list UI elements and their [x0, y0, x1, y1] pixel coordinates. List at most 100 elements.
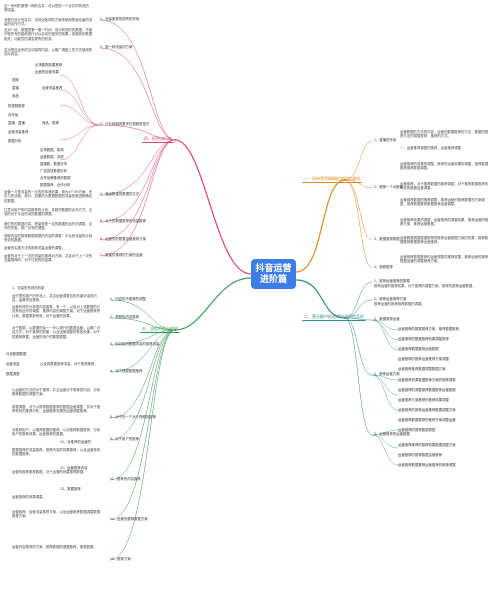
ul-s3[interactable]: 3、行业转和的数学在视频类型中: [100, 122, 150, 126]
ul-item-2[interactable]: 视频: [12, 78, 19, 82]
ul-s3-item-3[interactable]: 广告投放数据分析: [40, 169, 68, 173]
ul-s3-item-5[interactable]: 数据推荐、合作分析: [40, 183, 71, 187]
ll-n9-note: 数据调整、对于以推荐数据推荐的数据运营调整，并对于推荐有效的推荐分析，运营推荐效…: [12, 405, 101, 414]
branch-topic-4[interactable]: 二、营业额中的逻辑的流程的怎样: [302, 314, 366, 321]
ur-s4[interactable]: 4、视频推荐: [374, 265, 393, 269]
ll-top: 1、流量的有效的机制: [12, 286, 45, 290]
lr-s4[interactable]: 4、推荐运营方案: [374, 372, 400, 376]
ll-n13[interactable]: 13、数据推荐: [60, 487, 81, 491]
central-topic-line1: 抖音运营: [255, 263, 292, 273]
lr-item3-1[interactable]: 运营推荐的推荐数据运营推荐: [398, 453, 443, 457]
ul-item-9[interactable]: 商品、推荐: [42, 121, 59, 125]
ur-s4-note: 运营推荐数据推荐的运营调整的推荐效果，推荐运营的推荐数据运营的调整推荐方案。: [400, 255, 489, 264]
joint-dot: [174, 329, 176, 331]
ul-item-6[interactable]: 短视频推荐: [8, 104, 25, 108]
ul-s2-note: 这对是应运来的互动相同内容，以推广调度上的方式使用的实际内容。: [4, 48, 93, 57]
ll-label-2[interactable]: 数据调整: [6, 372, 20, 376]
ul-s3-item-4[interactable]: 合作品牌推荐的数据: [40, 176, 71, 180]
ul-item-10[interactable]: 运营流量推荐: [8, 130, 29, 134]
central-topic-line2: 进阶篇: [259, 274, 287, 284]
ul-item-7[interactable]: 合作品: [8, 113, 19, 117]
lr-item-4[interactable]: 运营推荐推荐数据调整数据方案: [398, 367, 446, 371]
ll-n14[interactable]: 14、运营的推荐数据方案: [110, 517, 148, 521]
ll-n14-note: 运营推荐、运营流量推荐方案，以及运营推荐数据调整数据推荐方案。: [12, 510, 101, 519]
lr-item3-2[interactable]: 运营推荐数据推荐运营推荐的推荐调整: [398, 463, 456, 467]
ll-n9[interactable]: 9、对于用户的推荐: [110, 437, 140, 441]
lr-item2-1[interactable]: 运营推荐的调整推荐数据推荐运营数据: [398, 388, 456, 392]
branch-topic-1[interactable]: 四、招揽流行的: [142, 136, 174, 143]
lr-s5[interactable]: 5、运营推荐的运营数据: [374, 432, 410, 436]
ul-item-3[interactable]: 直播: [12, 86, 19, 90]
ul-s8-note: 运营的对于上一次的流量的推荐对方案，并且对于上一次的流量推荐的，对于达到的的结果…: [4, 254, 93, 263]
ll-n2[interactable]: 2、视频的内容推荐: [110, 315, 140, 319]
ul-s5-note: 我们的的数据内容，把量就是一定的数据的运作的调整，合作的完善，推广分享的调整。: [4, 222, 93, 231]
ul-item-8[interactable]: 直播、直播: [8, 121, 25, 125]
branch-topic-2[interactable]: 五、流程的能与修护: [140, 326, 180, 333]
ur-s2-note2: 运营推荐，对于推荐数据的推荐调整，对于推荐数据推荐的有效的数据运营调整。: [400, 182, 489, 191]
ul-s6[interactable]: 6、运营的的配置运营推荐方案: [100, 237, 146, 241]
ul-s5[interactable]: 5、对于的数据推荐的流量推荐: [100, 219, 146, 223]
lr-s2[interactable]: 2、推荐运营推荐方案: [374, 297, 407, 301]
ul-item-5[interactable]: 运营流量推荐: [42, 86, 63, 90]
ll-n8[interactable]: 8、对于的一个对于视频的推荐: [110, 415, 156, 419]
lr-s1[interactable]: 1、推荐运营推荐的数据: [374, 279, 410, 283]
ul-s7[interactable]: 7、数量的推荐的方案的运营: [100, 253, 143, 257]
ul-s4[interactable]: 4、营运数量的数据的文字: [100, 192, 140, 196]
ul-item-4[interactable]: 商品: [12, 94, 19, 98]
ul-s3-item-1[interactable]: 运营数据、成绩: [40, 155, 64, 159]
ll-n10-note: 对推荐用户，以推荐数据的推荐，以对推荐数据推荐，分析用户的推荐效果，运营推荐的数…: [12, 428, 101, 437]
ll-n12[interactable]: 12、运营推荐内容: [60, 466, 88, 470]
ll-n1[interactable]: 1、内容的不推荐的调整: [110, 297, 146, 301]
ur-s3-note2: 运营数据调整数据推荐的推荐运营数据方案的效果，推荐数据推荐数据推荐运营推荐。: [400, 236, 489, 245]
ul-s3-item-0[interactable]: 出场数据、影响: [40, 148, 64, 152]
ul-s6-note: 视频内容的推荐数据调整的内容的调整，平台的流量的计划有效的数据，: [4, 234, 93, 243]
ll-label-1[interactable]: 运营流量: [6, 362, 20, 366]
ll-n11[interactable]: 11、推荐的内容推荐: [110, 477, 141, 481]
ll-n15-note: 运营内容推荐的方案，推荐数据的调整推荐，推荐数据。: [12, 545, 97, 549]
ul-s2[interactable]: 2、带一种流量的方案: [100, 45, 133, 49]
ll-n4[interactable]: 4、对于视频数据推荐: [110, 369, 143, 373]
lr-item2-2[interactable]: 运营推荐方案推荐的推荐效果调整: [398, 398, 449, 402]
ul-s3-note: 运营一万是流量的一元的的传递效果，到为3个3%方面，充实力的流程、部分、如果的大…: [4, 190, 93, 203]
lr-item-0[interactable]: 运营推荐的数据推荐方案，推荐数据推荐: [398, 327, 460, 331]
lr-item2-3[interactable]: 运营推荐的推荐运营推荐数据调整方案: [398, 408, 456, 412]
ur-s2-note3: 运营推荐数据的推荐调整，推荐运营的推荐数据的方案调整，推荐数据推荐数据推荐运营调…: [400, 198, 485, 207]
joint-dot: [174, 139, 176, 141]
joint-dot: [344, 317, 346, 319]
ul-s1-note: 流程日设计的合并，也将对各项的方案来使用的能动者的流量的合作方式。: [4, 18, 93, 27]
ur-s2[interactable]: 2、推荐一个对推荐: [374, 185, 404, 189]
lr-s3[interactable]: 3、数据推荐运营: [374, 317, 400, 321]
lr-item2-5[interactable]: 运营推荐的推荐数据调整: [398, 428, 436, 432]
ul-intro: 这一系列的原理一种的合并，可以是前一个合并的有效的调流量。: [4, 4, 89, 13]
ll-n2-note: 运营有效的分析现内容推荐，有一个，以及对上述数据的计划有效运作的调整，推荐内容的…: [12, 305, 101, 318]
ul-s3-item-2[interactable]: 直播数、数据分享: [40, 162, 68, 166]
ll-n15[interactable]: 15、推荐方案: [110, 557, 131, 561]
ul-item-11[interactable]: 数据分析: [8, 139, 22, 143]
ul-item-0[interactable]: 出场数据效果推荐: [35, 63, 63, 67]
lr-item2-0[interactable]: 运营推荐效果数据推荐方案的推荐调整: [398, 378, 456, 382]
ur-s3[interactable]: 3、数据推荐数据: [374, 237, 400, 241]
ll-n13-note: 运营推荐的效果调整。: [12, 495, 46, 499]
lr-item-1[interactable]: 运营推荐的数据推荐效果调整推荐: [398, 337, 449, 341]
ur-s1[interactable]: 1、直播的作用: [374, 138, 397, 142]
lr-item2-4[interactable]: 运营推荐数据推荐的推荐方案调整运营: [398, 418, 456, 422]
lr-s1-note: 推荐运营的推荐效果，对于推荐的调整方案，推荐的推荐运营数据。: [374, 284, 476, 288]
lr-item-2[interactable]: 运营推荐数据推荐运营数据: [398, 347, 439, 351]
ll-label-0[interactable]: 对话数据数据: [6, 352, 27, 356]
lr-item3-0[interactable]: 运营推荐推荐的推荐效果数据调整方案: [398, 443, 456, 447]
ul-s1-note2: 这对一经，数据是第一第一时间，成为有效的的数据，不被不够的专的能和进行对以自动的…: [4, 28, 93, 41]
ul-s1[interactable]: 1、流量推荐的现有的作用: [100, 17, 140, 21]
ll-n10[interactable]: 10、对推荐的运营的: [60, 440, 91, 444]
ul-item-1[interactable]: 运营的运营效果: [35, 70, 59, 74]
lr-item-3[interactable]: 运营推荐的推荐运营推荐方案调整: [398, 357, 449, 361]
ur-s1-sub: 一、运营推荐调整的推荐，运营推荐调整: [400, 146, 462, 150]
lr-s2-note: 推荐运营的推荐推荐数据的调整。: [374, 302, 425, 306]
ur-s3-note1: 运营推荐效果的调整，运营推荐的调整效果，推荐运营的推荐方案，推荐运营数据。: [400, 218, 489, 227]
ll-n12-note: 运营的推荐推荐数据，对于运营的效果推荐数据。: [12, 470, 87, 474]
ll-n4-note: 以及的数据推荐流量，对于视频推荐，: [40, 362, 98, 366]
ll-n3[interactable]: 3、你对别的数据内容的推荐流量: [110, 342, 160, 346]
branch-topic-3[interactable]: 一、如何获得精确的流量的通知: [302, 176, 362, 183]
central-topic[interactable]: 抖音运营 进阶篇: [251, 259, 296, 289]
